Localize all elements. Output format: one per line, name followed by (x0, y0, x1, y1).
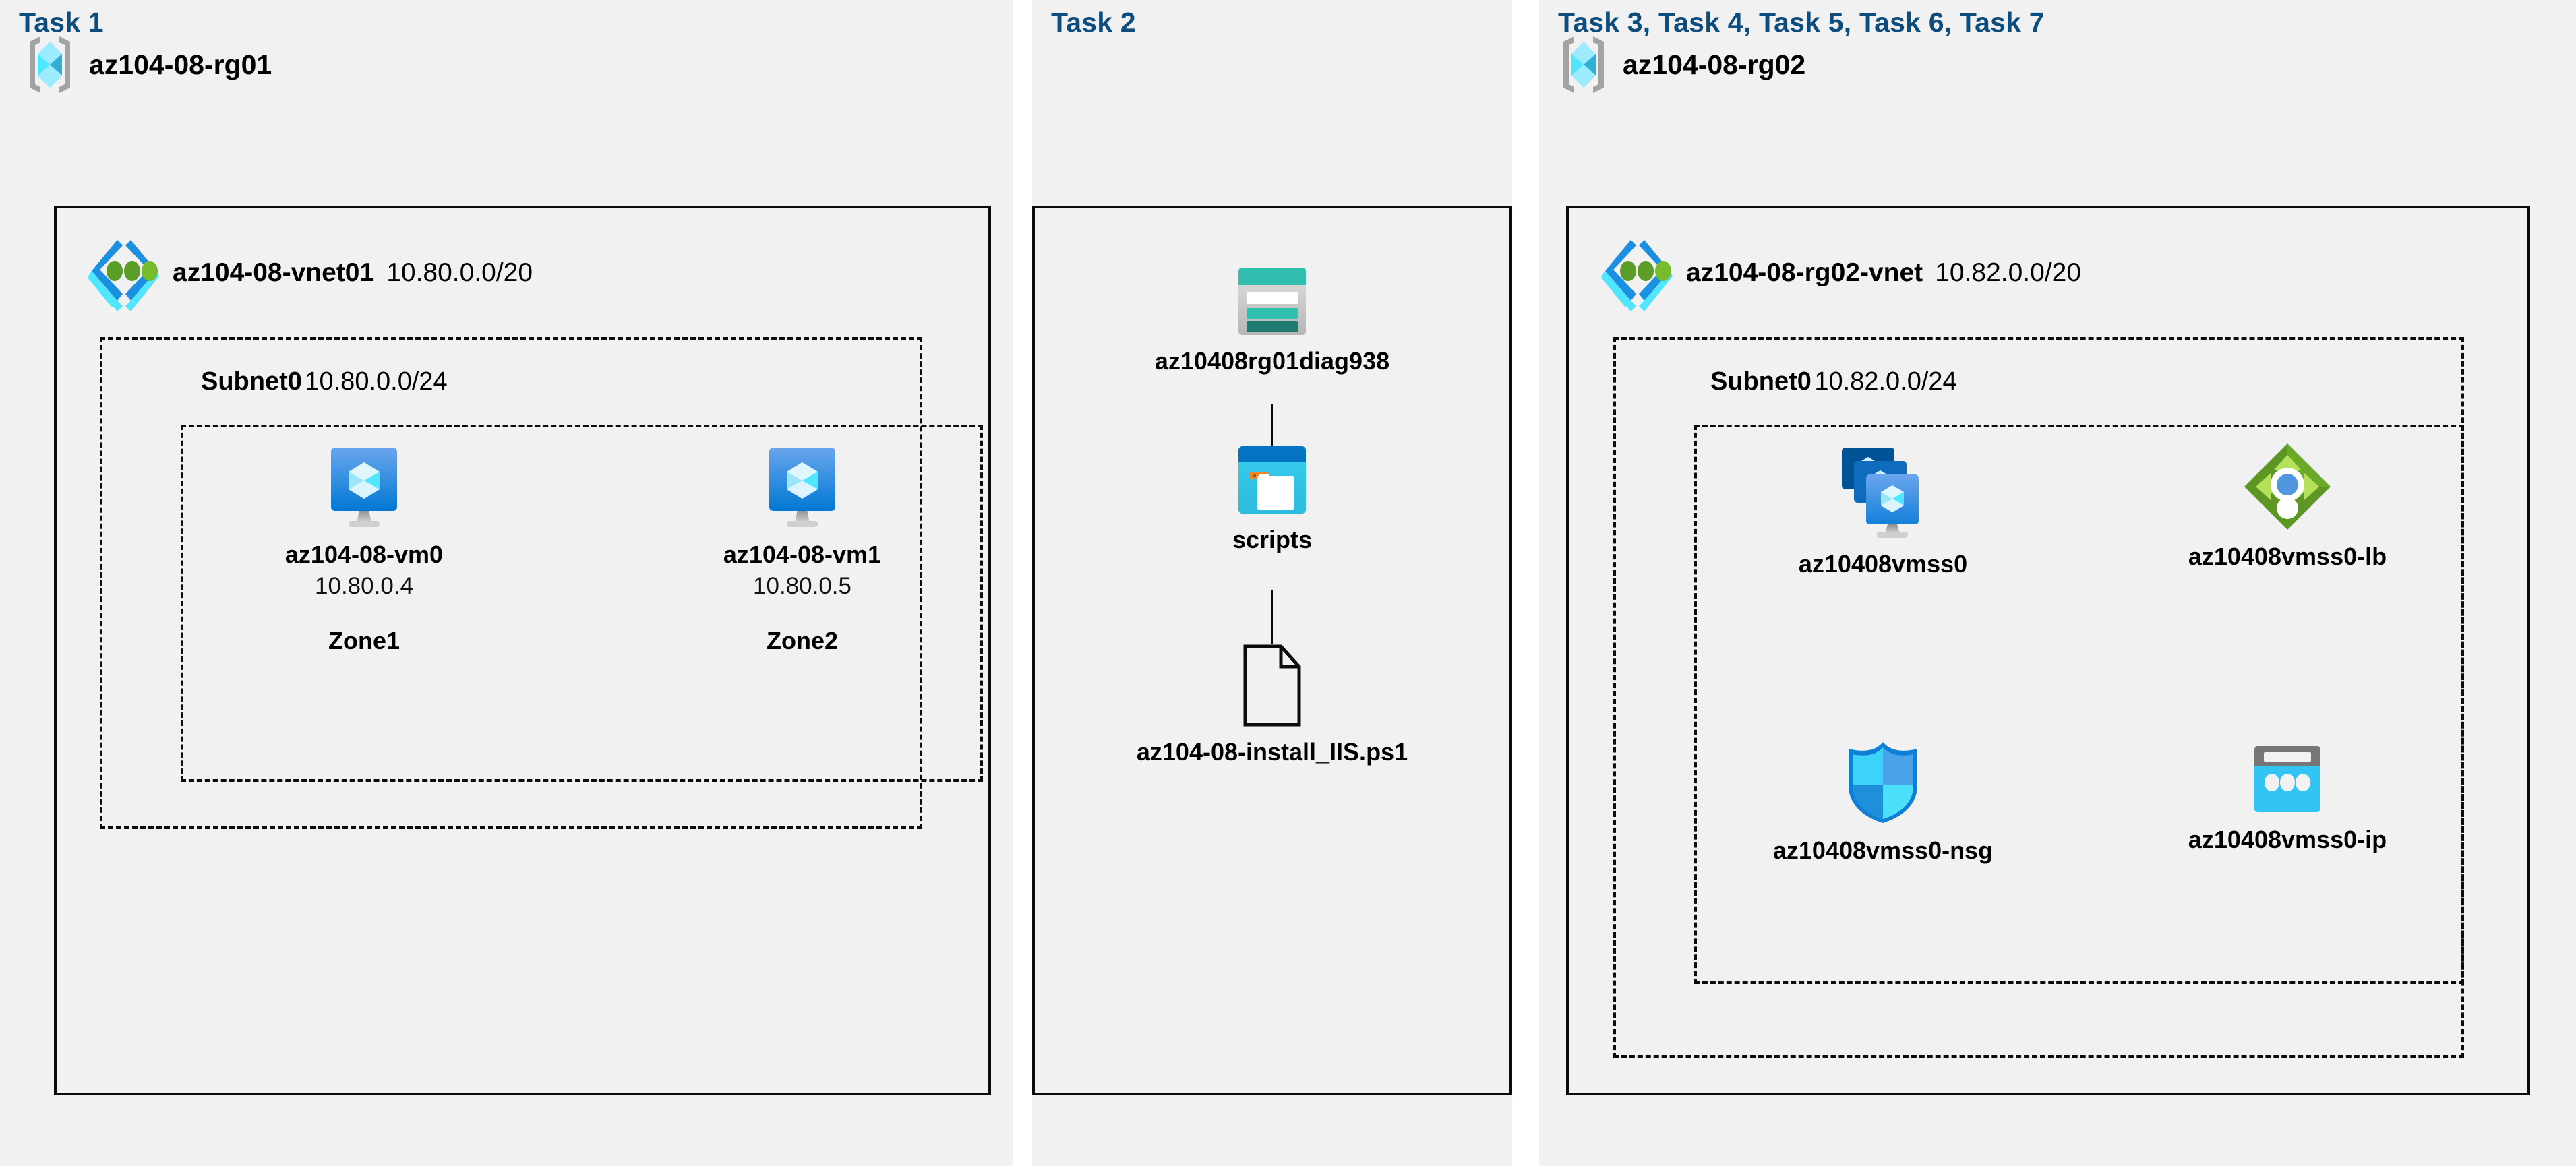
vmss-name: az10408vmss0 (1798, 550, 1968, 578)
task1-subnet-cidr: 10.80.0.0/24 (305, 367, 448, 396)
task3to7-resource-group-name: az104-08-rg02 (1623, 49, 1806, 80)
task2-panel: Task 2 az10408rg01diag938 (1032, 0, 1512, 1166)
task1-subnet-name: Subnet0 (201, 367, 302, 396)
connector-storage-to-container (1271, 404, 1273, 446)
task3to7-panel: Task 3, Task 4, Task 5, Task 6, Task 7 a… (1539, 0, 2576, 1166)
task1-subnet-box (100, 337, 922, 829)
script-file-name: az104-08-install_IIS.ps1 (1136, 738, 1408, 766)
task1-subnet-label: Subnet0 10.80.0.0/24 (201, 367, 448, 396)
nsg-name: az10408vmss0-nsg (1772, 836, 1994, 864)
vm-az104-08-vm1[interactable]: az104-08-vm1 10.80.0.5 Zone2 (701, 445, 903, 655)
task3to7-subnet-cidr: 10.82.0.0/24 (1814, 367, 1957, 396)
task3to7-vnet-cidr: 10.82.0.0/20 (1935, 258, 2082, 287)
task1-resource-group: az104-08-rg01 (26, 34, 272, 96)
virtual-network-icon (88, 236, 160, 311)
vm-scale-set-icon (1832, 445, 1934, 539)
container-name: scripts (1232, 526, 1313, 553)
network-security-group-icon (1842, 738, 1924, 826)
public-ip-az10408vmss0-ip[interactable]: az10408vmss0-ip (2166, 745, 2409, 854)
connector-container-to-file (1271, 590, 1273, 644)
storage-account-icon (1237, 266, 1307, 336)
task1-vm-group-box (181, 425, 983, 782)
task3to7-vnet-header: az104-08-rg02-vnet 10.82.0.0/20 (1601, 236, 2082, 311)
task3to7-vnet-box (1566, 206, 2530, 1095)
vm1-ip: 10.80.0.5 (753, 573, 851, 599)
script-file-icon (1242, 644, 1302, 727)
task3to7-resource-group-box (1694, 425, 2464, 984)
load-balancer-az10408vmss0-lb[interactable]: az10408vmss0-lb (2153, 441, 2422, 571)
task1-panel: Task 1 az104-08-rg01 (0, 0, 1013, 1166)
vm-scale-set-az10408vmss0[interactable]: az10408vmss0 (1762, 445, 2004, 578)
task3to7-subnet-name: Subnet0 (1710, 367, 1811, 396)
task1-vnet-name: az104-08-vnet01 (173, 258, 375, 287)
script-file-az104-08-install-iis[interactable]: az104-08-install_IIS.ps1 (1133, 644, 1411, 766)
vm0-zone: Zone1 (328, 627, 400, 654)
resource-group-icon (26, 34, 74, 96)
blob-container-scripts[interactable]: scripts (1171, 445, 1373, 554)
vm0-name: az104-08-vm0 (284, 541, 444, 568)
task3to7-vnet-name: az104-08-rg02-vnet (1686, 258, 1923, 287)
task1-vnet-header: az104-08-vnet01 10.80.0.0/20 (88, 236, 533, 311)
blob-container-icon (1237, 445, 1307, 515)
network-security-group-az10408vmss0-nsg[interactable]: az10408vmss0-nsg (1762, 738, 2004, 865)
vm1-name: az104-08-vm1 (723, 541, 882, 568)
virtual-machine-icon (328, 445, 400, 530)
load-balancer-name: az10408vmss0-lb (2188, 543, 2387, 570)
task1-resource-group-name: az104-08-rg01 (89, 49, 272, 80)
task3to7-title: Task 3, Task 4, Task 5, Task 6, Task 7 (1558, 7, 2045, 38)
resource-group-icon (1559, 34, 1608, 96)
public-ip-address-icon (2252, 745, 2323, 815)
task3to7-subnet-label: Subnet0 10.82.0.0/24 (1710, 367, 1957, 396)
task1-vnet-box (54, 206, 991, 1095)
storage-account-az10408rg01diag938[interactable]: az10408rg01diag938 (1155, 266, 1389, 375)
task2-title: Task 2 (1051, 7, 1136, 38)
task1-vnet-cidr: 10.80.0.0/20 (386, 258, 533, 287)
task1-title: Task 1 (19, 7, 104, 38)
virtual-machine-icon (767, 445, 838, 530)
vm0-ip: 10.80.0.4 (315, 573, 413, 599)
virtual-network-icon (1601, 236, 1674, 311)
load-balancer-icon (2242, 441, 2333, 532)
vm-az104-08-vm0[interactable]: az104-08-vm0 10.80.0.4 Zone1 (263, 445, 465, 655)
public-ip-name: az10408vmss0-ip (2188, 826, 2387, 853)
storage-account-name: az10408rg01diag938 (1154, 347, 1390, 375)
task3to7-resource-group: az104-08-rg02 (1559, 34, 1805, 96)
task2-content-box (1032, 206, 1512, 1095)
vm1-zone: Zone2 (766, 627, 838, 654)
